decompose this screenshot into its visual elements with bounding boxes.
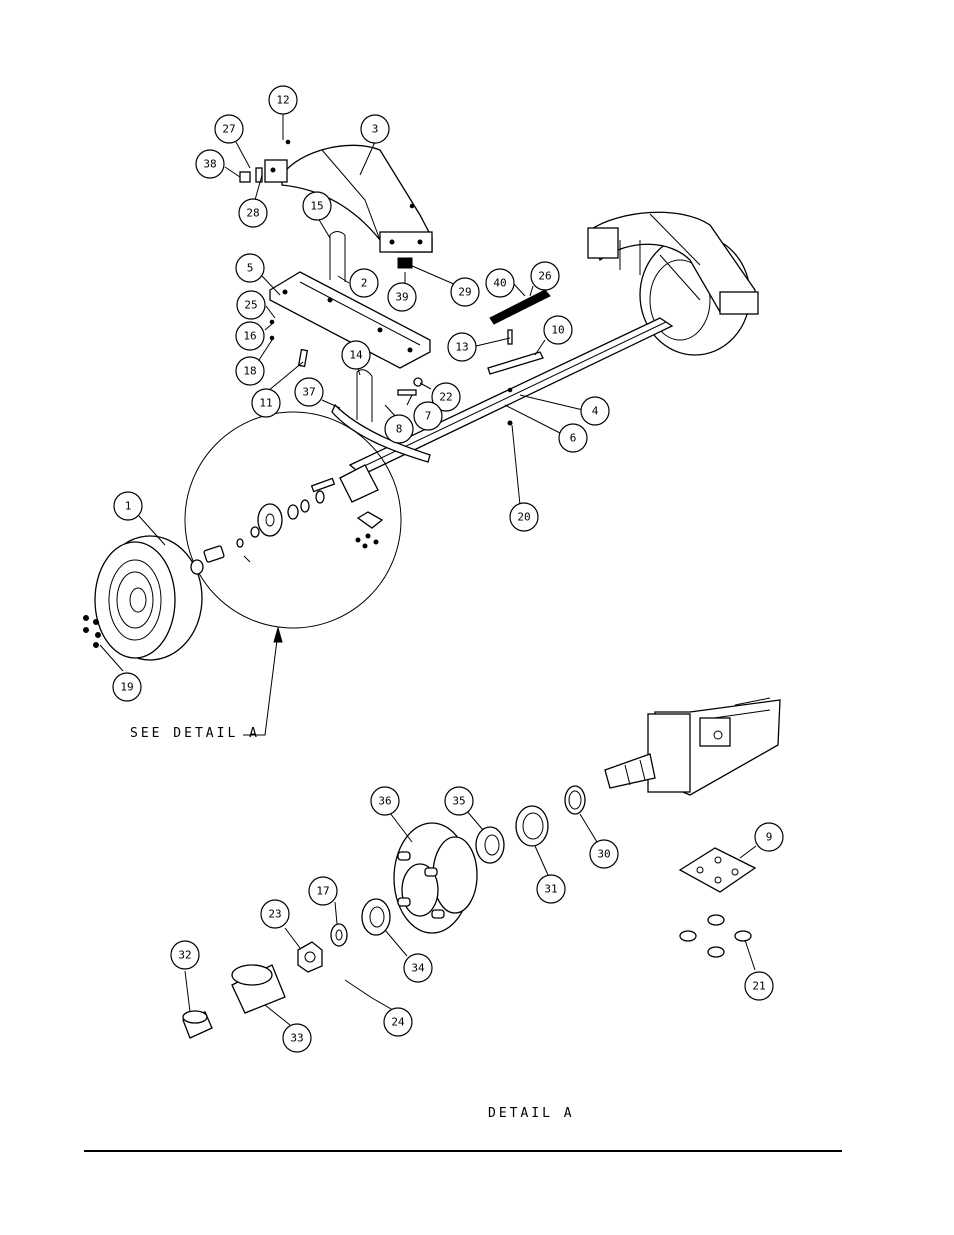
plate-nuts [678, 847, 757, 958]
svg-text:15: 15 [310, 200, 323, 213]
svg-text:13: 13 [455, 341, 468, 354]
hub [393, 822, 478, 934]
svg-text:10: 10 [551, 324, 564, 337]
svg-text:30: 30 [597, 848, 610, 861]
callout-1: 1 [113, 491, 143, 521]
callout-20: 20 [509, 502, 539, 532]
right-fender-wheel [587, 211, 759, 356]
svg-text:20: 20 [517, 511, 530, 524]
svg-text:6: 6 [570, 432, 577, 445]
svg-text:3: 3 [372, 123, 379, 136]
svg-text:22: 22 [439, 391, 452, 404]
svg-text:40: 40 [493, 277, 506, 290]
svg-text:8: 8 [396, 423, 403, 436]
u-bolts [329, 231, 373, 422]
svg-text:31: 31 [544, 883, 557, 896]
svg-text:27: 27 [222, 123, 235, 136]
callout-36: 36 [370, 786, 400, 816]
callout-8: 8 [384, 414, 414, 444]
callout-40: 40 [485, 268, 515, 298]
spring-hanger [269, 271, 431, 369]
svg-text:24: 24 [391, 1016, 405, 1029]
callout-11: 11 [251, 388, 281, 418]
svg-text:23: 23 [268, 908, 281, 921]
callout-30: 30 [589, 839, 619, 869]
callout-21: 21 [744, 971, 774, 1001]
bearings [361, 785, 586, 936]
callout-32: 32 [170, 940, 200, 970]
callout-13: 13 [447, 332, 477, 362]
svg-text:33: 33 [290, 1032, 303, 1045]
callout-2: 2 [349, 268, 379, 298]
callout-18: 18 [235, 356, 265, 386]
callout-24: 24 [383, 1007, 413, 1037]
callout-16: 16 [235, 321, 265, 351]
callout-17: 17 [308, 876, 338, 906]
left-fender [264, 144, 433, 253]
svg-text:1: 1 [125, 500, 132, 513]
callout-6: 6 [558, 423, 588, 453]
svg-text:19: 19 [120, 681, 133, 694]
svg-text:28: 28 [246, 207, 259, 220]
svg-text:18: 18 [243, 365, 256, 378]
callout-33: 33 [282, 1023, 312, 1053]
svg-text:36: 36 [378, 795, 391, 808]
detail-caption: DETAIL A [488, 1106, 575, 1121]
callout-26: 26 [530, 261, 560, 291]
see-detail-caption: SEE DETAIL A [130, 726, 260, 741]
callout-9: 9 [754, 822, 784, 852]
svg-text:12: 12 [276, 94, 289, 107]
svg-text:11: 11 [259, 397, 272, 410]
callout-35: 35 [444, 786, 474, 816]
callout-19: 19 [112, 672, 142, 702]
hardware [239, 139, 551, 426]
callout-34: 34 [403, 953, 433, 983]
svg-text:25: 25 [244, 299, 257, 312]
spindle [604, 697, 781, 796]
callout-25: 25 [236, 290, 266, 320]
callout-39: 39 [387, 282, 417, 312]
callout-4: 4 [580, 396, 610, 426]
svg-text:16: 16 [243, 330, 256, 343]
svg-text:35: 35 [452, 795, 465, 808]
dust-caps [182, 964, 286, 1039]
svg-text:9: 9 [766, 831, 773, 844]
svg-text:29: 29 [458, 286, 471, 299]
callout-7: 7 [413, 401, 443, 431]
callout-28: 28 [238, 198, 268, 228]
leader-lines [99, 114, 757, 1026]
svg-text:2: 2 [361, 277, 368, 290]
svg-text:5: 5 [247, 262, 254, 275]
callout-31: 31 [536, 874, 566, 904]
callout-27: 27 [214, 114, 244, 144]
svg-text:4: 4 [592, 405, 599, 418]
callout-22: 22 [431, 382, 461, 412]
svg-text:37: 37 [302, 386, 315, 399]
callout-23: 23 [260, 899, 290, 929]
nut-washer-pin [297, 923, 373, 999]
svg-text:38: 38 [203, 158, 216, 171]
callout-29: 29 [450, 277, 480, 307]
svg-text:7: 7 [425, 410, 432, 423]
callout-3: 3 [360, 114, 390, 144]
svg-text:17: 17 [316, 885, 329, 898]
svg-text:34: 34 [411, 962, 425, 975]
svg-text:26: 26 [538, 270, 551, 283]
callout-10: 10 [543, 315, 573, 345]
callout-14: 14 [341, 340, 371, 370]
callout-5: 5 [235, 253, 265, 283]
detail-arrow [243, 631, 279, 736]
svg-text:14: 14 [349, 349, 363, 362]
svg-text:21: 21 [752, 980, 765, 993]
callout-37: 37 [294, 377, 324, 407]
lug-nuts [83, 615, 101, 648]
callout-12: 12 [268, 85, 298, 115]
callout-38: 38 [195, 149, 225, 179]
detail-circle [184, 411, 402, 629]
svg-text:32: 32 [178, 949, 191, 962]
svg-text:39: 39 [395, 291, 408, 304]
callout-15: 15 [302, 191, 332, 221]
tire-wheel [94, 535, 204, 661]
